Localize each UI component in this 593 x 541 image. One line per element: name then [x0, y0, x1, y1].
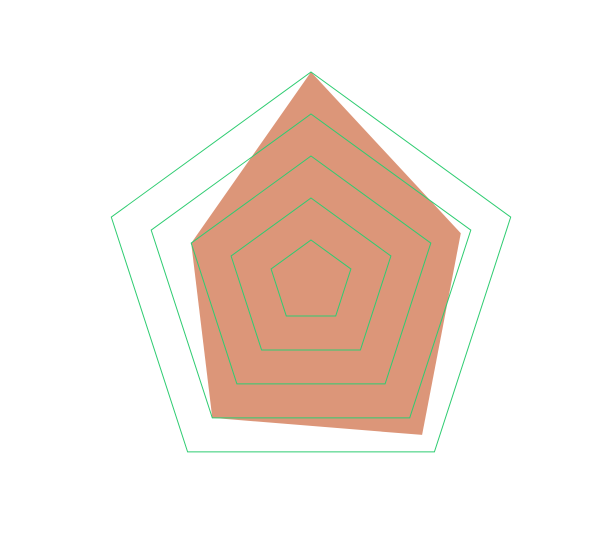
grid-ring-2: [230, 197, 392, 351]
series-area-0: [191, 72, 461, 435]
series-layer: [191, 72, 461, 435]
grid-ring-3: [190, 155, 432, 385]
grid-ring-5: [110, 71, 512, 453]
grid-ring-4: [150, 113, 472, 419]
grid-layer: [110, 71, 512, 453]
grid-ring-1: [270, 239, 352, 317]
